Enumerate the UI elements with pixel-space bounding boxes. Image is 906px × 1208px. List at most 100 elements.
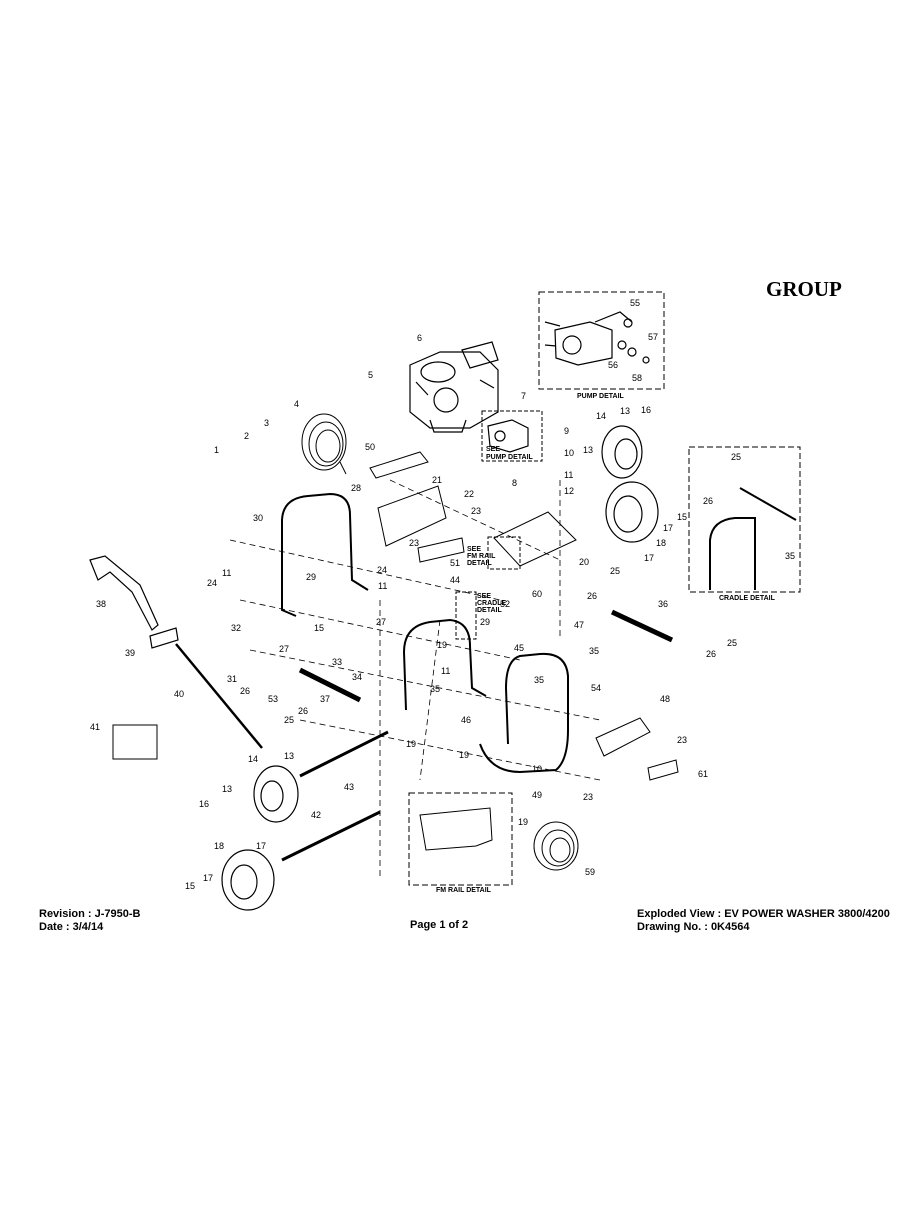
part-callout-2: 2 bbox=[244, 431, 249, 441]
part-callout-34: 34 bbox=[352, 672, 362, 682]
spray-gun bbox=[89, 555, 263, 749]
part-callout-24: 24 bbox=[377, 565, 387, 575]
nozzles-box bbox=[112, 724, 158, 760]
revision: Revision : J-7950-B bbox=[39, 908, 141, 920]
frame-right bbox=[479, 652, 569, 774]
part-callout-24: 24 bbox=[207, 578, 217, 588]
part-callout-35: 35 bbox=[430, 684, 440, 694]
footer-right: Exploded View : EV POWER WASHER 3800/420… bbox=[637, 908, 890, 934]
part-callout-17: 17 bbox=[256, 841, 266, 851]
part-callout-35: 35 bbox=[589, 646, 599, 656]
part-callout-31: 31 bbox=[227, 674, 237, 684]
part-callout-58: 58 bbox=[632, 373, 642, 383]
exploded-view-title: Exploded View : EV POWER WASHER 3800/420… bbox=[637, 908, 890, 920]
fm-rail-plate bbox=[419, 807, 493, 851]
cradle-frame bbox=[709, 487, 797, 590]
part-callout-41: 41 bbox=[90, 722, 100, 732]
wheel-bottom-left-2 bbox=[221, 849, 275, 911]
part-callout-27: 27 bbox=[376, 617, 386, 627]
part-callout-7: 7 bbox=[521, 391, 526, 401]
part-callout-17: 17 bbox=[203, 873, 213, 883]
part-callout-18: 18 bbox=[656, 538, 666, 548]
pad-61 bbox=[647, 759, 679, 781]
part-callout-25: 25 bbox=[731, 452, 741, 462]
part-callout-38: 38 bbox=[96, 599, 106, 609]
plate-23 bbox=[377, 485, 447, 547]
page-number: Page 1 of 2 bbox=[410, 919, 469, 931]
see-pump-text-2: PUMP DETAIL bbox=[486, 454, 534, 461]
part-callout-19: 19 bbox=[406, 739, 416, 749]
wheel-top-right-1 bbox=[601, 425, 643, 479]
frame-center bbox=[402, 618, 487, 711]
part-callout-16: 16 bbox=[199, 799, 209, 809]
part-callout-12: 12 bbox=[564, 486, 574, 496]
pad-51 bbox=[417, 537, 465, 563]
part-callout-19: 19 bbox=[437, 640, 447, 650]
part-callout-40: 40 bbox=[174, 689, 184, 699]
part-callout-10: 10 bbox=[532, 764, 542, 774]
part-callout-26: 26 bbox=[587, 591, 597, 601]
drawing-number: Drawing No. : 0K4564 bbox=[637, 921, 750, 933]
part-callout-46: 46 bbox=[461, 715, 471, 725]
plate-20 bbox=[493, 511, 577, 567]
part-callout-35: 35 bbox=[534, 675, 544, 685]
part-callout-6: 6 bbox=[417, 333, 422, 343]
part-callout-16: 16 bbox=[641, 405, 651, 415]
part-callout-17: 17 bbox=[644, 553, 654, 563]
part-callout-13: 13 bbox=[222, 784, 232, 794]
part-callout-23: 23 bbox=[471, 506, 481, 516]
part-callout-57: 57 bbox=[648, 332, 658, 342]
part-callout-15: 15 bbox=[314, 623, 324, 633]
part-callout-21: 21 bbox=[432, 475, 442, 485]
axle-42 bbox=[281, 810, 381, 862]
part-callout-26: 26 bbox=[298, 706, 308, 716]
part-callout-55: 55 bbox=[630, 298, 640, 308]
part-callout-52: 52 bbox=[500, 599, 510, 609]
bracket-48 bbox=[595, 717, 651, 757]
part-callout-35: 35 bbox=[785, 551, 795, 561]
handle-left bbox=[281, 492, 369, 617]
see-cradle-box bbox=[455, 591, 477, 640]
see-cradle-text-2: CRADLE bbox=[477, 600, 506, 607]
pump-illustration bbox=[544, 311, 650, 366]
axle-43 bbox=[299, 730, 389, 778]
part-callout-3: 3 bbox=[264, 418, 269, 428]
part-callout-49: 49 bbox=[532, 790, 542, 800]
part-callout-37: 37 bbox=[320, 694, 330, 704]
part-callout-25: 25 bbox=[284, 715, 294, 725]
part-callout-17: 17 bbox=[663, 523, 673, 533]
part-callout-26: 26 bbox=[706, 649, 716, 659]
footer-page: Page 1 of 2 bbox=[410, 919, 468, 932]
engine-illustration bbox=[409, 341, 499, 433]
part-callout-11: 11 bbox=[441, 666, 450, 676]
part-callout-61: 61 bbox=[698, 769, 708, 779]
part-callout-29: 29 bbox=[480, 617, 490, 627]
part-callout-14: 14 bbox=[596, 411, 606, 421]
part-callout-45: 45 bbox=[514, 643, 524, 653]
part-callout-20: 20 bbox=[579, 557, 589, 567]
part-callout-36: 36 bbox=[658, 599, 668, 609]
pump-detail-label: PUMP DETAIL bbox=[577, 393, 625, 400]
part-callout-8: 8 bbox=[512, 478, 517, 488]
part-callout-1: 1 bbox=[214, 445, 219, 455]
part-callout-11: 11 bbox=[222, 568, 231, 578]
part-callout-27: 27 bbox=[279, 644, 289, 654]
part-callout-44: 44 bbox=[450, 575, 460, 585]
see-cradle-text-3: DETAIL bbox=[477, 607, 502, 614]
see-fm-rail-box bbox=[487, 536, 521, 570]
date: Date : 3/4/14 bbox=[39, 921, 104, 933]
see-pump-box bbox=[481, 410, 543, 462]
hose-coil-small bbox=[533, 821, 579, 871]
hose-coil bbox=[301, 413, 347, 475]
part-callout-29: 29 bbox=[306, 572, 316, 582]
leader-lines bbox=[229, 479, 601, 880]
part-callout-15: 15 bbox=[185, 881, 195, 891]
see-fm-rail-text-1: SEE bbox=[467, 546, 481, 553]
part-callout-30: 30 bbox=[253, 513, 263, 523]
part-callout-14: 14 bbox=[248, 754, 258, 764]
part-callout-33: 33 bbox=[332, 657, 342, 667]
part-callout-60: 60 bbox=[532, 589, 542, 599]
part-callout-5: 5 bbox=[368, 370, 373, 380]
